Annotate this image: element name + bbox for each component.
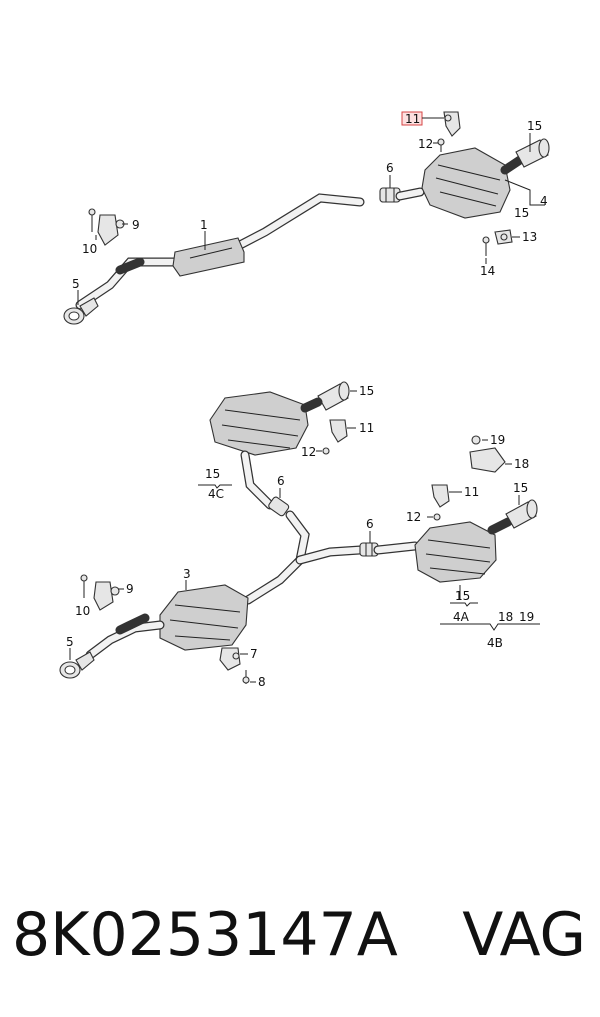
clamp-6-left — [268, 496, 290, 517]
actuator-18-19 — [469, 435, 506, 473]
callout-4a: 4A — [453, 610, 470, 624]
callout-6-right: 6 — [366, 517, 374, 531]
callout-10-bottom: 10 — [75, 604, 90, 618]
bracket-9-10-bottom — [80, 574, 120, 611]
callout-18-4b: 18 — [498, 610, 513, 624]
callout-18: 18 — [514, 457, 529, 471]
callout-14: 14 — [480, 264, 495, 278]
callout-11: 11 — [405, 112, 420, 126]
callout-9-bottom: 9 — [126, 582, 134, 596]
front-silencer-3 — [159, 584, 249, 651]
callout-15: 15 — [527, 119, 542, 133]
callout-15-sub: 15 — [514, 206, 529, 220]
hanger-11 — [443, 111, 461, 137]
bottom-assembly: 15 11 12 15 4C 6 19 18 11 12 15 6 15 4A … — [59, 381, 540, 689]
callout-9: 9 — [132, 218, 140, 232]
tailpipe-15-right — [505, 499, 538, 529]
tailpipe-15-upper — [300, 381, 350, 413]
callout-12: 12 — [418, 137, 433, 151]
exhaust-system-diagram: 11 12 15 6 4 15 13 14 1 9 10 5 — [59, 111, 550, 689]
bolt-12 — [437, 138, 445, 146]
bolt-12-upper — [322, 447, 330, 455]
callout-3: 3 — [183, 567, 191, 581]
clamp-6 — [379, 187, 425, 203]
callout-8: 8 — [258, 675, 266, 689]
callout-13: 13 — [522, 230, 537, 244]
callout-15-4a: 15 — [455, 589, 470, 603]
top-assembly: 11 12 15 6 4 15 13 14 1 9 10 5 — [63, 111, 550, 325]
clamp-5 — [63, 297, 99, 325]
bracket-7-8 — [219, 647, 250, 684]
callout-5-bottom: 5 — [66, 635, 74, 649]
callout-5: 5 — [72, 277, 80, 291]
rear-silencer — [421, 147, 525, 219]
center-silencer — [172, 237, 245, 277]
callout-1: 1 — [200, 218, 208, 232]
callout-4b: 4B — [487, 636, 503, 650]
callout-6: 6 — [386, 161, 394, 175]
callout-11-right: 11 — [464, 485, 479, 499]
part-number: 8K0253147A — [12, 900, 398, 970]
callout-10: 10 — [82, 242, 97, 256]
bracket-9-10 — [88, 208, 125, 246]
hanger-11-right — [431, 484, 450, 508]
callout-19-4b: 19 — [519, 610, 534, 624]
callout-4: 4 — [540, 194, 548, 208]
tailpipe-15 — [515, 138, 550, 168]
callout-12-upper: 12 — [301, 445, 316, 459]
callout-4c: 4C — [208, 487, 224, 501]
bolt-12-right — [433, 513, 441, 521]
bracket-13-14 — [482, 229, 513, 256]
callout-12-right: 12 — [406, 510, 421, 524]
callout-15-upper: 15 — [359, 384, 374, 398]
callout-6-left: 6 — [277, 474, 285, 488]
callout-7: 7 — [250, 647, 258, 661]
footer: 8K0253147A VAG — [0, 895, 600, 975]
callout-15-4c: 15 — [205, 467, 220, 481]
callout-19: 19 — [490, 433, 505, 447]
callout-11-upper: 11 — [359, 421, 374, 435]
silencer-4a — [414, 517, 513, 583]
clamp-5-bottom — [59, 651, 95, 679]
silencer-4c — [209, 391, 309, 456]
brand-label: VAG — [462, 900, 586, 970]
hanger-11-upper — [329, 419, 348, 443]
callout-15-right: 15 — [513, 481, 528, 495]
clamp-6-right — [359, 541, 420, 557]
